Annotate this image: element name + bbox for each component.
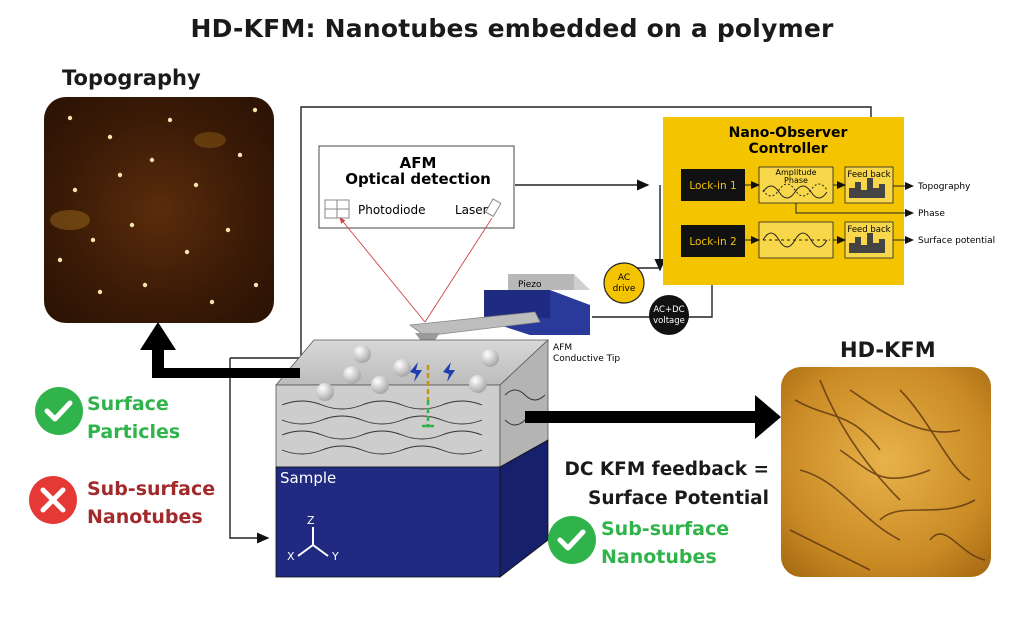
subsurface-line2: Nanotubes (87, 506, 203, 528)
hdkfm-label: HD-KFM (840, 338, 936, 362)
out-phase: Phase (918, 209, 945, 219)
surface-particles-line2: Particles (87, 421, 181, 443)
controller-title-2: Controller (748, 141, 827, 157)
xyz-axes-icon (297, 527, 329, 557)
check-icon (548, 516, 596, 564)
sample-block (275, 339, 550, 578)
amp-phase-2: Phase (784, 176, 808, 185)
ac-drive-1: AC (618, 273, 630, 283)
surface-particles-line1: Surface (87, 393, 169, 415)
out-topography: Topography (917, 182, 971, 192)
axis-y: Y (331, 550, 339, 563)
tip-label-1: AFM (553, 343, 572, 353)
ac-drive-2: drive (613, 284, 636, 294)
feedback2-label: Feed back (847, 225, 890, 235)
result-line2: Nanotubes (601, 546, 717, 568)
check-icon (35, 387, 83, 435)
acdc-voltage-2: voltage (653, 316, 685, 326)
sample-label: Sample (280, 469, 336, 487)
topography-image (44, 97, 274, 323)
laser-beams (339, 217, 493, 323)
topography-label: Topography (62, 66, 201, 90)
result-line1: Sub-surface (601, 518, 730, 540)
feedback1-label: Feed back (847, 170, 890, 180)
afm-title-1: AFM (400, 154, 437, 172)
hdkfm-image (781, 367, 991, 577)
out-surface-potential: Surface potential (918, 236, 995, 246)
controller-box (663, 117, 914, 285)
axis-x: X (287, 550, 295, 563)
surface-particles-text: Surface Particles (87, 390, 180, 446)
axis-z: Z (307, 514, 315, 527)
page-title: HD-KFM: Nanotubes embedded on a polymer (190, 14, 834, 43)
amp-phase-1: Amplitude (776, 168, 817, 177)
controller-title-1: Nano-Observer (729, 125, 848, 141)
tip-label-2: Conductive Tip (553, 354, 620, 364)
cross-icon (29, 476, 77, 524)
dc-feedback-line1: DC KFM feedback = (564, 459, 769, 480)
laser-label: Laser (455, 203, 488, 217)
acdc-voltage-1: AC+DC (653, 305, 684, 315)
dc-feedback-line2: Surface Potential (588, 488, 769, 509)
subsurface-nanotubes-text: Sub-surface Nanotubes (87, 475, 215, 531)
lockin1-label: Lock-in 1 (689, 180, 736, 192)
photodiode-label: Photodiode (358, 203, 426, 217)
dc-feedback-text: DC KFM feedback = Surface Potential (564, 455, 769, 513)
afm-title-2: Optical detection (345, 170, 491, 188)
piezo-holder (408, 274, 590, 350)
ac-drive-circle (603, 262, 645, 304)
subsurface-line1: Sub-surface (87, 478, 216, 500)
lockin2-label: Lock-in 2 (689, 236, 736, 248)
piezo-label: Piezo (518, 280, 542, 290)
afm-optical-box (318, 145, 515, 229)
acdc-voltage-circle (649, 295, 689, 335)
big-arrows (140, 322, 781, 439)
result-nanotubes-text: Sub-surface Nanotubes (601, 515, 729, 571)
